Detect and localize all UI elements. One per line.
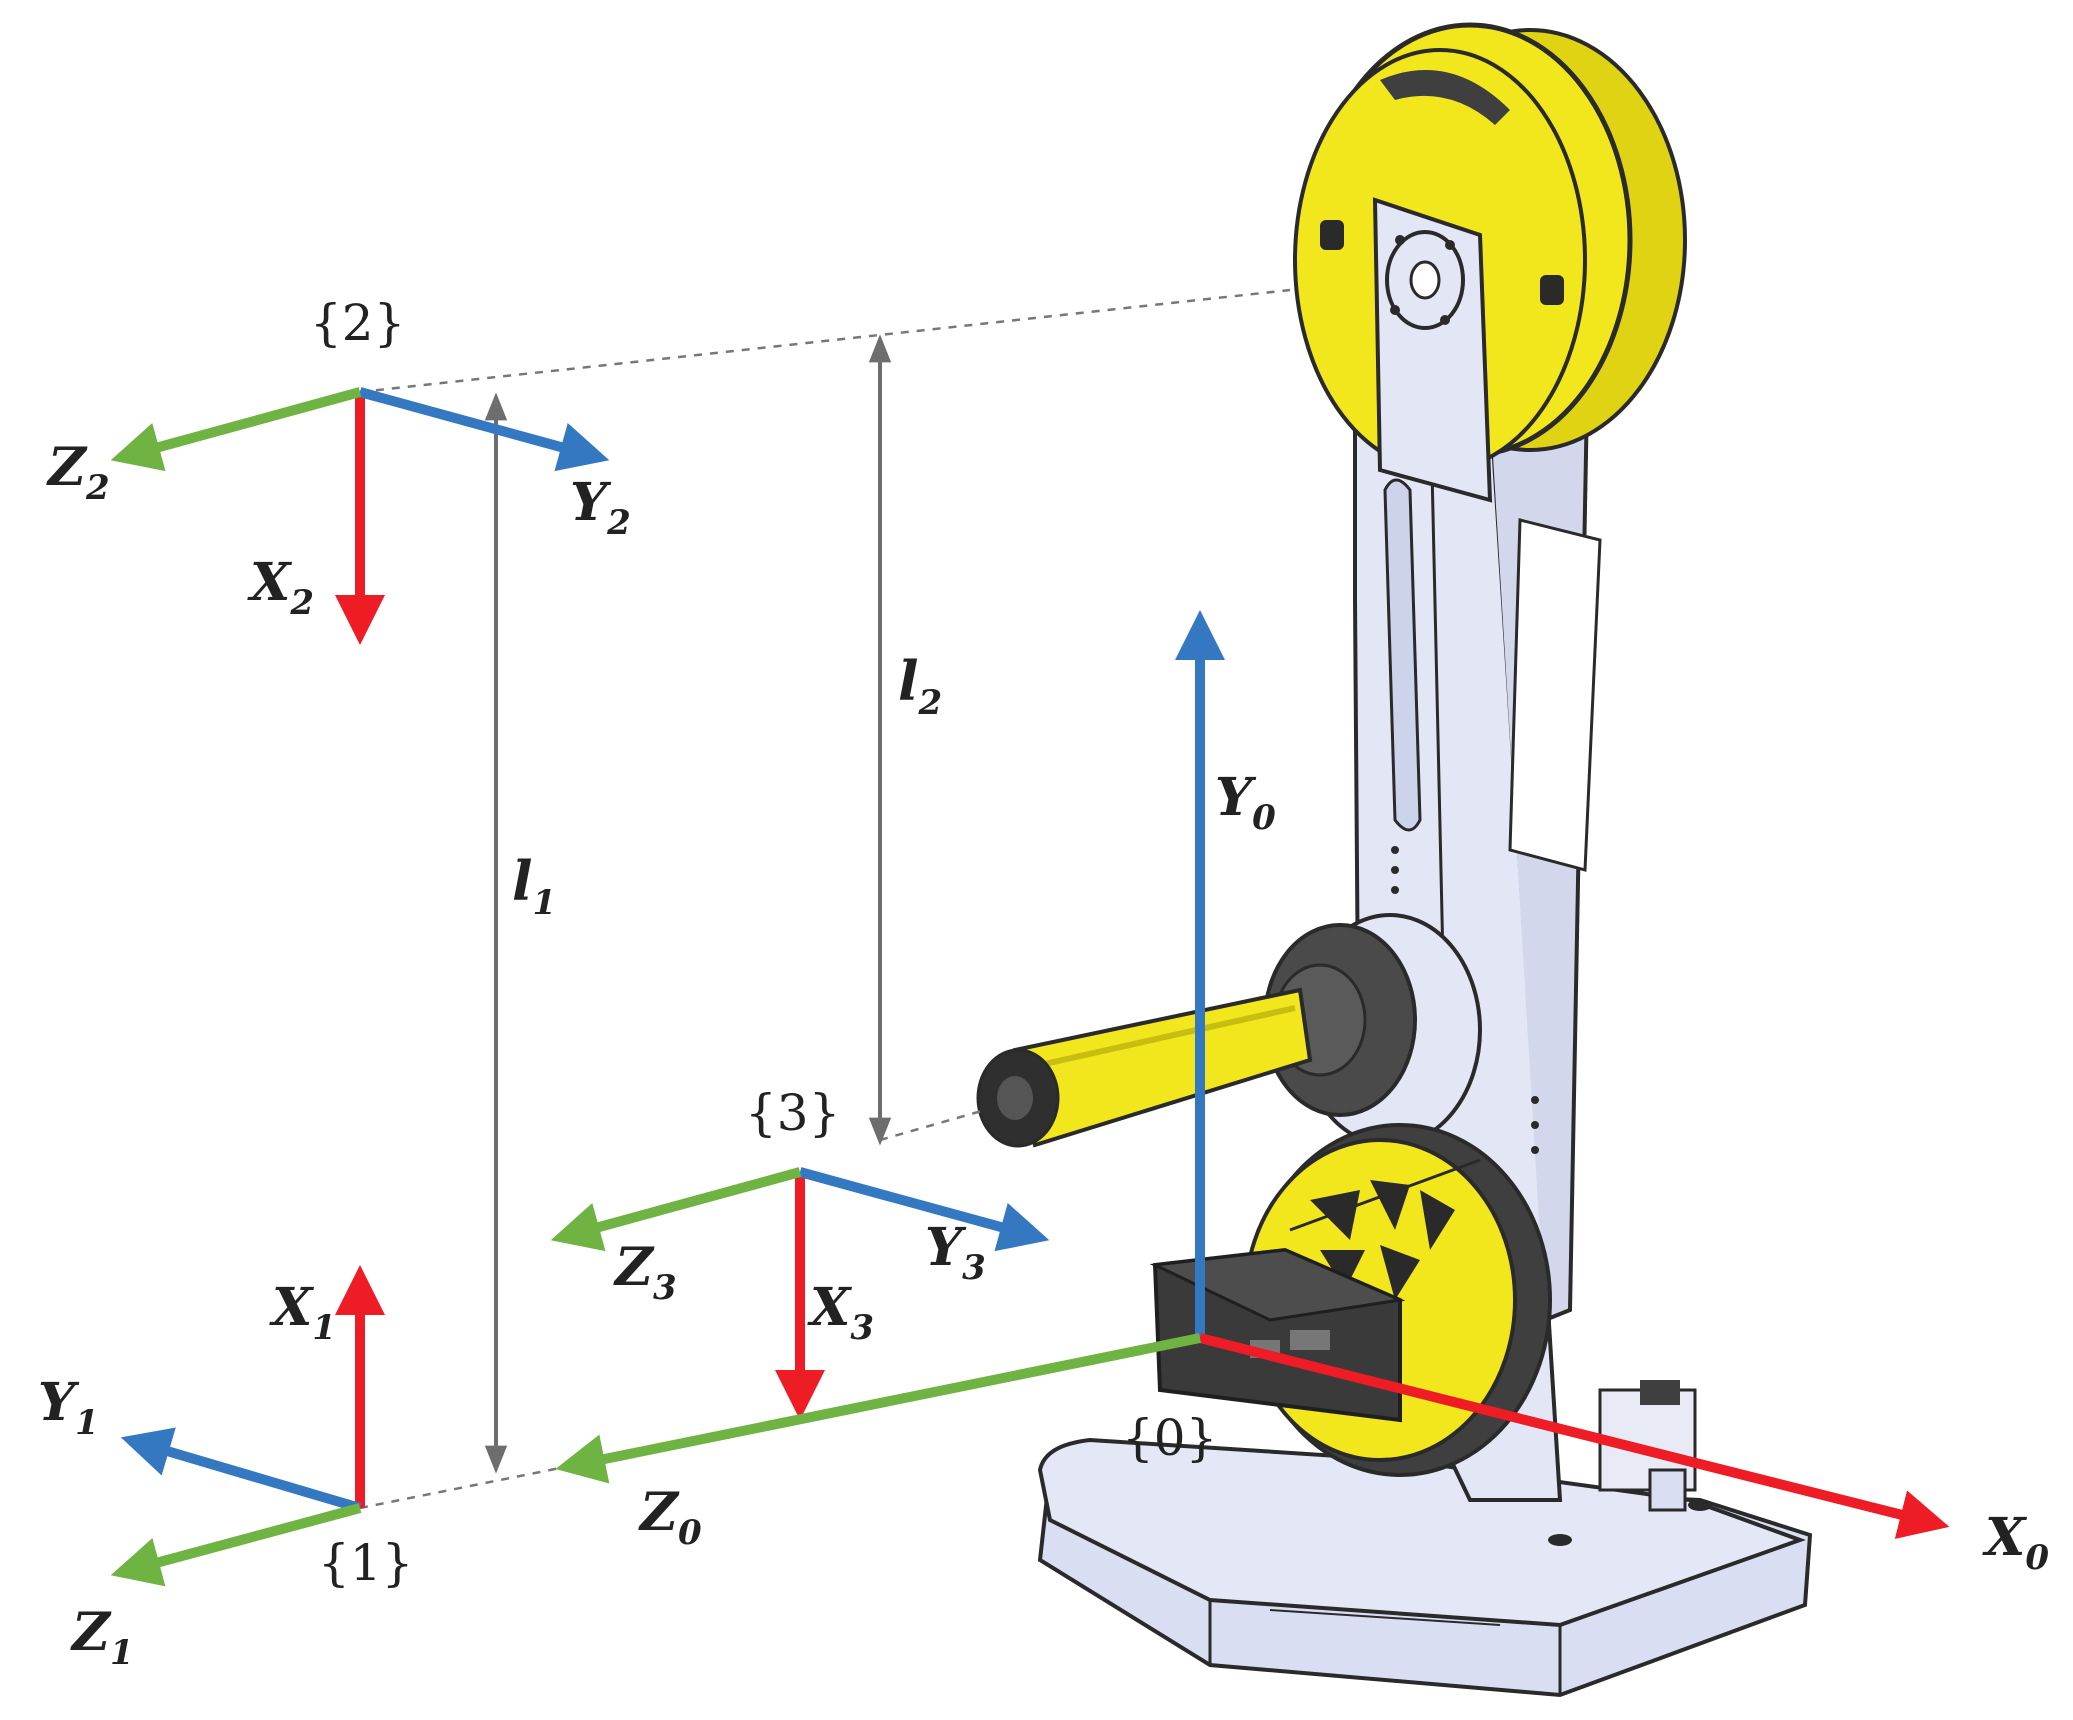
frame-3-label: {3} — [745, 1084, 840, 1142]
l1-label: l — [512, 849, 533, 913]
top-pulley — [1293, 22, 1687, 503]
y2-axis — [358, 387, 610, 472]
y2-label: Y — [570, 472, 612, 533]
x3-label: X — [807, 1277, 853, 1338]
z1-axis — [110, 1503, 362, 1587]
dimension-l1: l1 — [484, 392, 556, 1474]
frame-2-label: {2} — [310, 294, 405, 352]
frame-0-label: {0} — [1122, 1409, 1217, 1467]
y1-label: Y — [38, 1372, 80, 1433]
l2-label: l — [898, 649, 919, 713]
y3-label: Y — [925, 1217, 967, 1278]
svg-text:Z2: Z2 — [46, 437, 110, 508]
dimension-l2: l2 — [868, 334, 942, 1146]
svg-text:X3: X3 — [807, 1277, 874, 1348]
svg-text:X0: X0 — [1982, 1507, 2049, 1578]
svg-text:Z3: Z3 — [613, 1237, 677, 1308]
tool-link — [976, 913, 1482, 1148]
y0-label: Y — [1215, 767, 1257, 828]
z1-label: Z — [70, 1602, 112, 1663]
frame-1: X1 Y1 Z1 {1} — [38, 1265, 413, 1673]
x0-axis — [1198, 1333, 1950, 1539]
z2-axis — [110, 387, 362, 472]
frame-2: X2 Y2 Z2 {2} — [46, 294, 631, 645]
x2-label: X — [247, 552, 293, 613]
x0-label: X — [1982, 1507, 2028, 1568]
svg-text:Y3: Y3 — [925, 1217, 986, 1288]
z3-label: Z — [613, 1237, 655, 1298]
z2-label: Z — [46, 437, 88, 498]
dashed-line-bottom — [359, 1465, 566, 1510]
z3-axis — [550, 1167, 802, 1252]
dashed-line-top — [359, 288, 1291, 394]
svg-text:X2: X2 — [247, 552, 314, 623]
y1-axis — [120, 1427, 362, 1513]
z0-axis — [555, 1333, 1201, 1484]
svg-text:Y2: Y2 — [570, 472, 631, 543]
frame-0: Y0 X0 Z0 {0} — [555, 610, 2049, 1578]
frame-1-label: {1} — [318, 1534, 413, 1592]
svg-text:Y0: Y0 — [1215, 767, 1276, 838]
dashed-lines — [359, 288, 1291, 1510]
l1-sub: 1 — [533, 883, 557, 923]
svg-text:X1: X1 — [269, 1277, 336, 1348]
svg-text:l2: l2 — [898, 649, 942, 723]
x1-label: X — [269, 1277, 315, 1338]
y3-axis — [798, 1167, 1050, 1252]
base-plate — [1037, 1437, 1813, 1698]
svg-text:Z1: Z1 — [70, 1602, 134, 1673]
z0-label: Z — [638, 1482, 680, 1543]
svg-text:Y1: Y1 — [38, 1372, 99, 1443]
svg-text:Z0: Z0 — [638, 1482, 702, 1553]
frame-3: X3 Y3 Z3 {3} — [550, 1084, 1050, 1420]
dashed-line-mid — [879, 1108, 986, 1142]
svg-text:l1: l1 — [512, 849, 556, 923]
l2-sub: 2 — [918, 683, 943, 723]
robot-arm-illustration — [976, 22, 1813, 1698]
